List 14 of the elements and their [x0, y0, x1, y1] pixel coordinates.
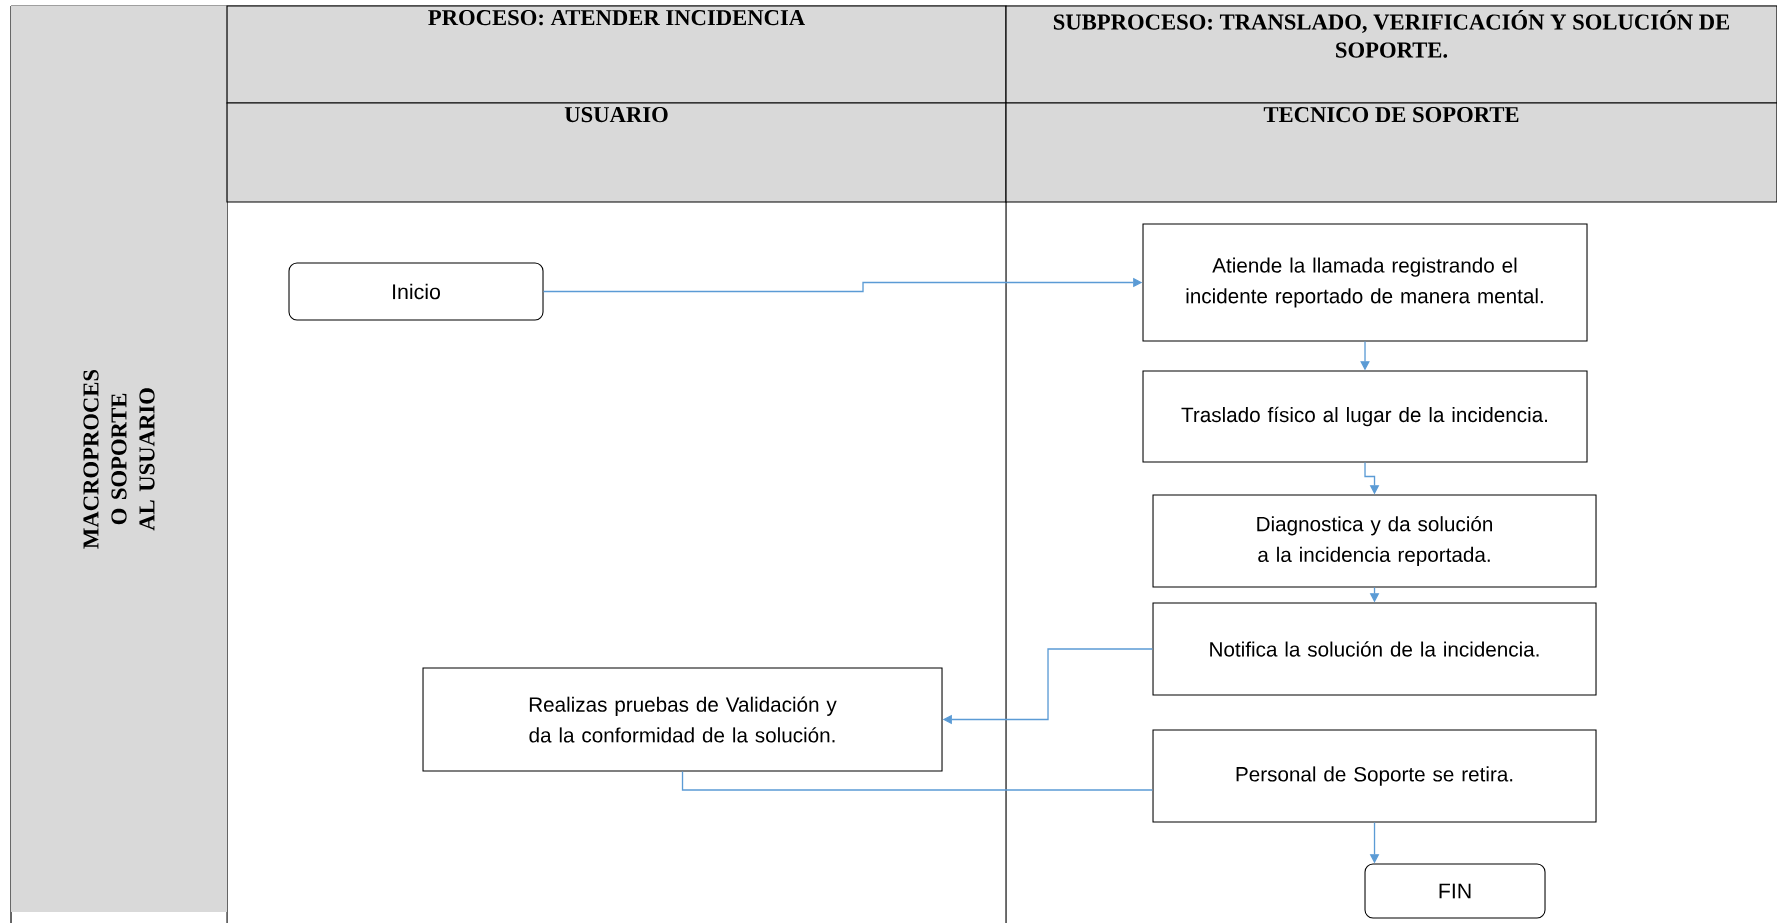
process-box: Atiende la llamada registrando el incidente reportado de manera mental.	[1142, 223, 1588, 342]
side-band: MACROPROCES O SOPORTE AL USUARIO	[11, 6, 227, 912]
terminal-box: Inicio	[288, 262, 544, 321]
node-label: SUBPROCESO: TRANSLADO, VERIFICACIÓN Y SOLUCIÓN DE SOPORTE.	[1053, 10, 1730, 58]
process-box: Realizas pruebas de Validación y da la conformidad de la solución.	[422, 667, 943, 772]
lane-header: TECNICO DE SOPORTE	[1005, 102, 1777, 203]
process-box: Traslado físico al lugar de la incidencia.	[1142, 370, 1588, 463]
terminal-box: FIN	[1364, 863, 1546, 919]
lane-header: SUBPROCESO: TRANSLADO, VERIFICACIÓN Y SOLUCIÓN DE SOPORTE.	[1005, 5, 1777, 104]
lane-header: USUARIO	[226, 102, 1007, 203]
process-box: Diagnostica y da solución a la incidencia reportada.	[1152, 494, 1597, 588]
lane-header: PROCESO: ATENDER INCIDENCIA	[226, 5, 1007, 104]
process-box: Notifica la solución de la incidencia.	[1152, 602, 1597, 696]
process-box: Personal de Soporte se retira.	[1152, 729, 1597, 823]
